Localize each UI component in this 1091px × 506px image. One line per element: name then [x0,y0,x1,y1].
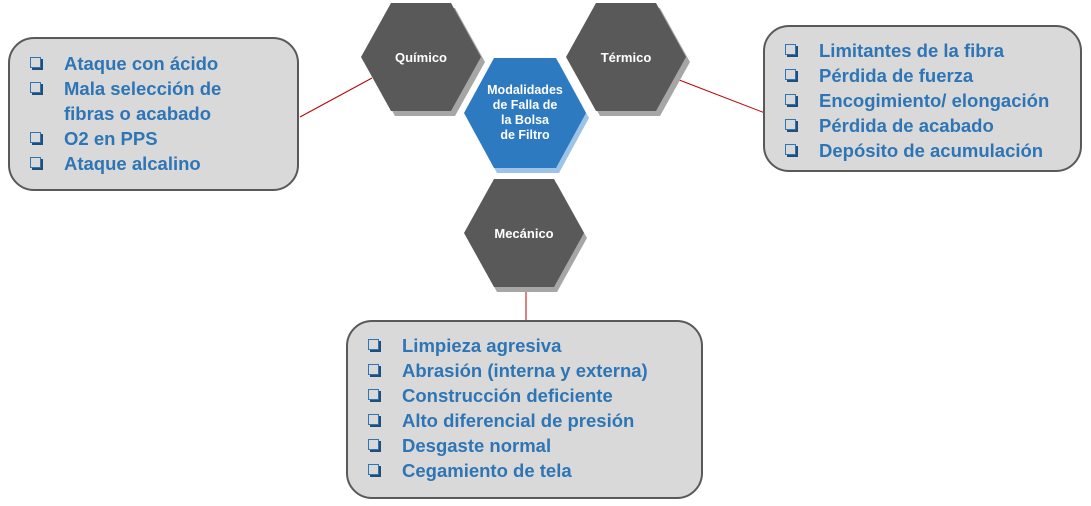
checkbox-bullet-icon [30,82,41,93]
connector-termico [673,77,766,114]
list-item: Abrasión (interna y externa) [368,358,693,383]
list-item-text: Ataque con ácido [64,53,219,74]
checkbox-bullet-icon [368,464,379,475]
list-item: Limpieza agresiva [368,333,693,358]
checkbox-bullet-icon [368,414,379,425]
list-item-text: Alto diferencial de presión [402,410,635,431]
checkbox-bullet-icon [785,144,796,155]
checkbox-bullet-icon [785,44,796,55]
list-item: Mala selección de fibras o acabado [30,76,287,126]
list-item: Depósito de acumulación [785,138,1072,163]
checkbox-bullet-icon [30,57,41,68]
list-item: Pérdida de acabado [785,113,1072,138]
list-item-text: Mala selección de [64,78,222,99]
list-item: Ataque con ácido [30,51,287,76]
list-item: Cegamiento de tela [368,458,693,483]
list-item-text: Limpieza agresiva [402,335,562,356]
list-item: Alto diferencial de presión [368,408,693,433]
hex-termico [566,3,686,111]
checkbox-bullet-icon [368,439,379,450]
checkbox-bullet-icon [785,69,796,80]
hex-termico-label: Térmico [566,42,686,72]
hex-mecanico [464,179,584,287]
checkbox-bullet-icon [368,339,379,350]
list-item-text: Limitantes de la fibra [819,40,1005,61]
list-item: Desgaste normal [368,433,693,458]
list-item-text: Cegamiento de tela [402,460,572,481]
list-item-text: Pérdida de fuerza [819,65,974,86]
hex-center [464,58,586,168]
hex-quimico [361,3,481,111]
hex-quimico-label: Químico [361,42,481,72]
label-termico: Térmico [600,49,652,65]
label-mecanico: Mecánico [494,225,554,241]
list-item-text: Ataque alcalino [64,153,201,174]
list-item-text: Depósito de acumulación [819,140,1044,161]
list-item-text: Desgaste normal [402,435,552,456]
checkbox-bullet-icon [785,119,796,130]
connector-quimico [299,77,373,118]
list-item: Encogimiento/ elongación [785,88,1072,113]
list-item-text: Encogimiento/ elongación [819,90,1050,111]
label-center: Modalidades de Falla de la Bolsa de Filt… [487,83,563,142]
hex-mecanico-label: Mecánico [464,218,584,248]
list-item-text: O2 en PPS [64,128,158,149]
list-item-text: Pérdida de acabado [819,115,994,136]
list-item: Pérdida de fuerza [785,63,1072,88]
checkbox-bullet-icon [30,157,41,168]
list-item-text: Abrasión (interna y externa) [402,360,648,381]
list-item: Ataque alcalino [30,151,287,176]
checkbox-bullet-icon [368,364,379,375]
list-item: Construcción deficiente [368,383,693,408]
list-item-text: Construcción deficiente [402,385,613,406]
hex-center-label: Modalidades de Falla de la Bolsa de Filt… [477,68,573,158]
checkbox-bullet-icon [368,389,379,400]
label-quimico: Químico [394,49,447,65]
list-item-text: fibras o acabado [64,103,212,124]
checkbox-bullet-icon [30,132,41,143]
list-item: O2 en PPS [30,126,287,151]
checkbox-bullet-icon [785,94,796,105]
list-item: Limitantes de la fibra [785,38,1072,63]
